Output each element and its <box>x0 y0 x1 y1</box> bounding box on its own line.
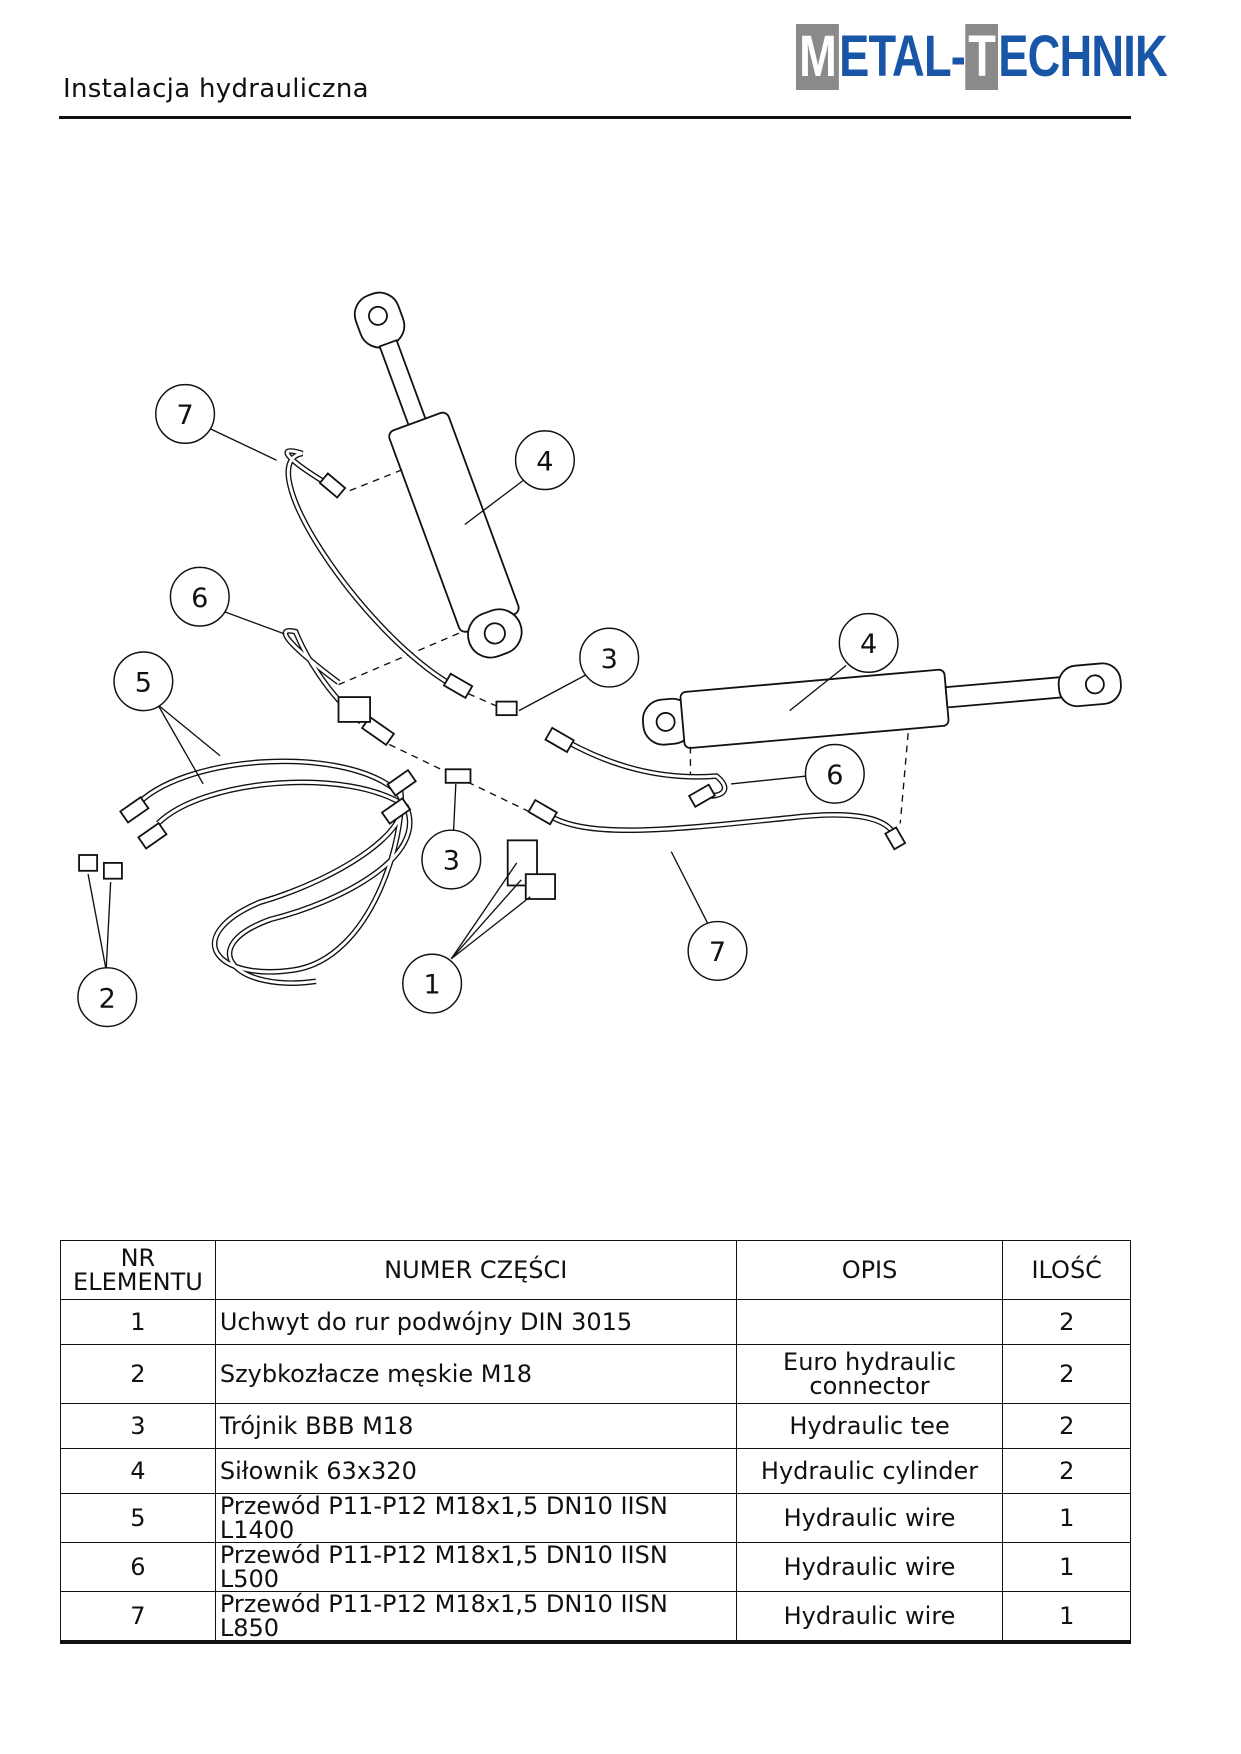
svg-text:3: 3 <box>601 644 618 675</box>
cell-qty: 2 <box>1002 1403 1131 1449</box>
cell-part: Przewód P11-P12 M18x1,5 DN10 IISN L850 <box>214 1591 737 1644</box>
callout-4-lower: 4 <box>838 612 899 674</box>
logo-text-2: ECHNIK <box>998 24 1168 89</box>
hydraulic-cylinder-upper <box>353 291 523 659</box>
cell-qty: 1 <box>1002 1591 1131 1644</box>
cell-part: Szybkozłacze męskie M18 <box>214 1344 737 1404</box>
quick-couplers <box>78 795 168 880</box>
logo-letter-m: M <box>796 24 840 90</box>
cell-nr: 2 <box>60 1344 216 1404</box>
header-quantity: ILOŚĆ <box>1002 1240 1131 1300</box>
header-divider <box>59 116 1131 119</box>
svg-text:2: 2 <box>99 983 116 1014</box>
callout-2: 2 <box>77 967 138 1028</box>
cell-qty: 2 <box>1002 1299 1131 1345</box>
tee-fittings <box>444 700 518 784</box>
cell-qty: 1 <box>1002 1493 1131 1543</box>
cell-nr: 4 <box>60 1448 216 1494</box>
callout-3-upper: 3 <box>579 627 640 688</box>
cell-nr: 5 <box>60 1493 216 1543</box>
cell-qty: 2 <box>1002 1448 1131 1494</box>
hose-fittings <box>318 472 907 851</box>
cell-nr: 3 <box>60 1403 216 1449</box>
cell-desc: Hydraulic wire <box>735 1591 1004 1644</box>
cell-desc: Euro hydraulic connector <box>735 1344 1004 1404</box>
cell-desc: Hydraulic wire <box>735 1542 1004 1592</box>
cell-qty: 1 <box>1002 1542 1131 1592</box>
svg-text:4: 4 <box>536 446 553 477</box>
header-nr: NR ELEMENTU <box>60 1240 216 1300</box>
svg-text:4: 4 <box>860 629 877 660</box>
cell-nr: 7 <box>60 1591 216 1644</box>
logo-text-1: ETAL- <box>839 24 966 89</box>
callout-6-lower: 6 <box>804 743 865 804</box>
svg-text:1: 1 <box>424 970 441 1001</box>
callout-7-upper: 7 <box>155 383 216 445</box>
table-header-row: NR ELEMENTU NUMER CZĘŚCI OPIS ILOŚĆ <box>60 1240 1131 1300</box>
callout-7-lower: 7 <box>687 920 748 981</box>
callout-bubbles: 7 4 6 5 3 4 6 3 7 2 1 <box>77 383 899 1028</box>
svg-text:6: 6 <box>191 583 208 614</box>
header-part-number: NUMER CZĘŚCI <box>214 1240 737 1300</box>
callout-1: 1 <box>402 953 463 1014</box>
cell-nr: 1 <box>60 1299 216 1345</box>
callout-3-lower: 3 <box>421 829 482 890</box>
cell-desc: Hydraulic wire <box>735 1493 1004 1543</box>
svg-text:7: 7 <box>709 937 726 968</box>
cell-desc: Hydraulic cylinder <box>735 1448 1004 1494</box>
logo-letter-t: T <box>965 24 999 90</box>
callout-6-upper: 6 <box>169 566 230 627</box>
svg-text:7: 7 <box>176 400 193 431</box>
cell-desc: Hydraulic tee <box>735 1403 1004 1449</box>
cell-part: Uchwyt do rur podwójny DIN 3015 <box>214 1299 737 1345</box>
pipe-clamps <box>337 696 556 900</box>
leader-lines <box>87 428 847 971</box>
cell-part: Przewód P11-P12 M18x1,5 DN10 IISN L1400 <box>214 1493 737 1543</box>
cell-part: Siłownik 63x320 <box>214 1448 737 1494</box>
svg-text:6: 6 <box>826 760 843 791</box>
callout-4-upper: 4 <box>514 430 575 491</box>
header-description: OPIS <box>735 1240 1004 1300</box>
hydraulic-cylinder-lower <box>641 662 1122 749</box>
cell-part: Trójnik BBB M18 <box>214 1403 737 1449</box>
cell-desc <box>735 1299 1004 1345</box>
cell-qty: 2 <box>1002 1344 1131 1404</box>
company-logo: M ETAL- T ECHNIK <box>796 24 1168 90</box>
cell-nr: 6 <box>60 1542 216 1592</box>
cell-part: Przewód P11-P12 M18x1,5 DN10 IISN L500 <box>214 1542 737 1592</box>
svg-text:3: 3 <box>443 846 460 877</box>
callout-5: 5 <box>113 651 174 712</box>
page-title: Instalacja hydrauliczna <box>63 74 369 104</box>
svg-text:5: 5 <box>135 667 152 698</box>
